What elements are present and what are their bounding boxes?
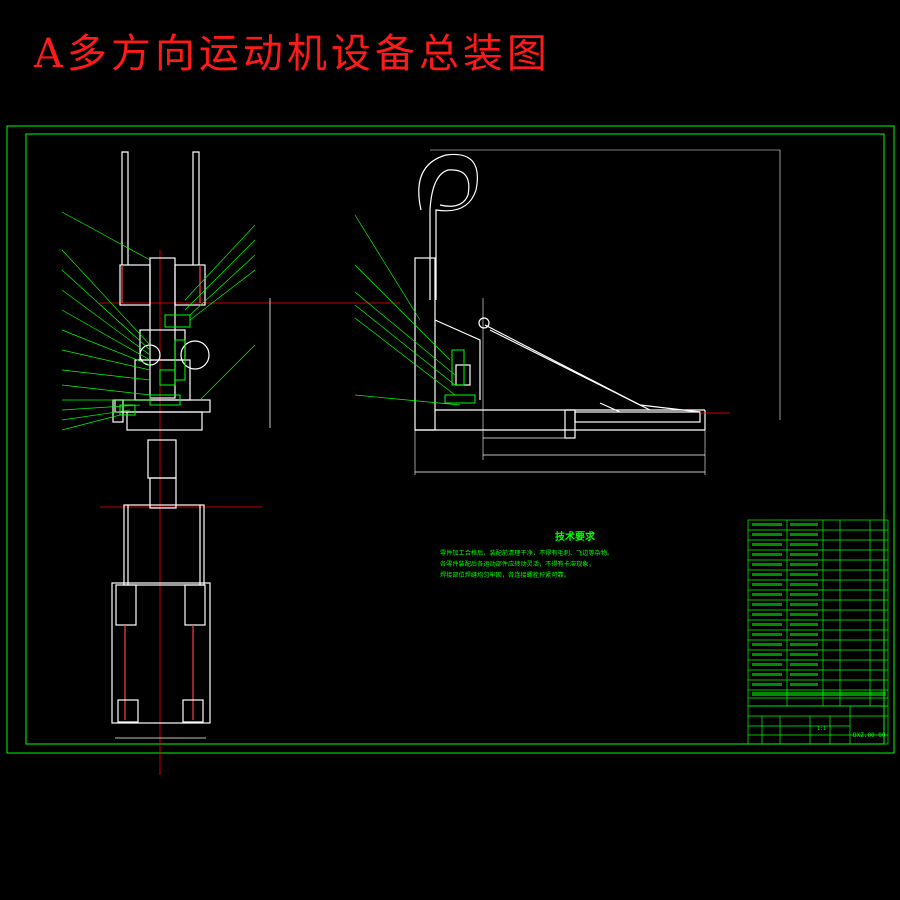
- side-view-details: [444, 349, 476, 404]
- inner-frame: [25, 133, 885, 745]
- outer-frame: [6, 125, 895, 754]
- tech-line: 零件加工合格后，装配前清理干净，不得有毛刺、飞边等杂物。: [440, 550, 614, 557]
- technical-requirements-text: 零件加工合格后，装配前清理干净，不得有毛刺、飞边等杂物。 各零件装配后各运动部件…: [440, 548, 708, 581]
- title-block-drawing-number: DXZ.00-00: [853, 732, 886, 739]
- side-view: [414, 149, 781, 475]
- tech-line: 焊接部位焊缝均匀牢固，各连接螺栓拧紧可靠。: [440, 572, 570, 579]
- parts-list-fill: [752, 523, 886, 696]
- front-view: [100, 151, 400, 775]
- title-block-table: [747, 705, 889, 745]
- side-leader-lines: [354, 214, 461, 406]
- technical-requirements-heading: 技术要求: [555, 532, 595, 543]
- front-leader-lines: [61, 211, 256, 431]
- drawing-title: A多方向运动机设备总装图: [34, 31, 551, 77]
- title-block-scale: 1:1: [817, 726, 827, 732]
- tech-line: 各零件装配后各运动部件应转动灵活，不得有卡滞现象，: [440, 561, 595, 568]
- parts-list-table: [747, 519, 889, 707]
